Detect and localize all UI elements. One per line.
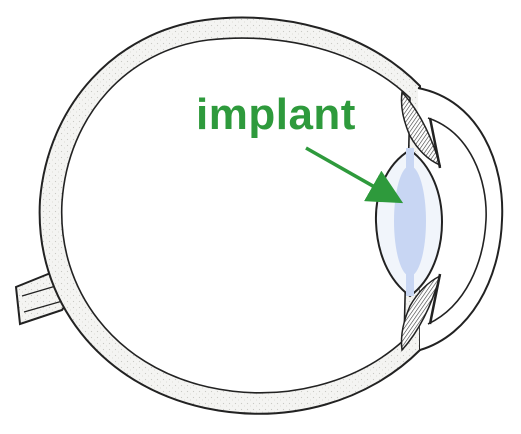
implant-label: implant xyxy=(196,90,356,140)
eyeball-wall xyxy=(40,18,420,414)
